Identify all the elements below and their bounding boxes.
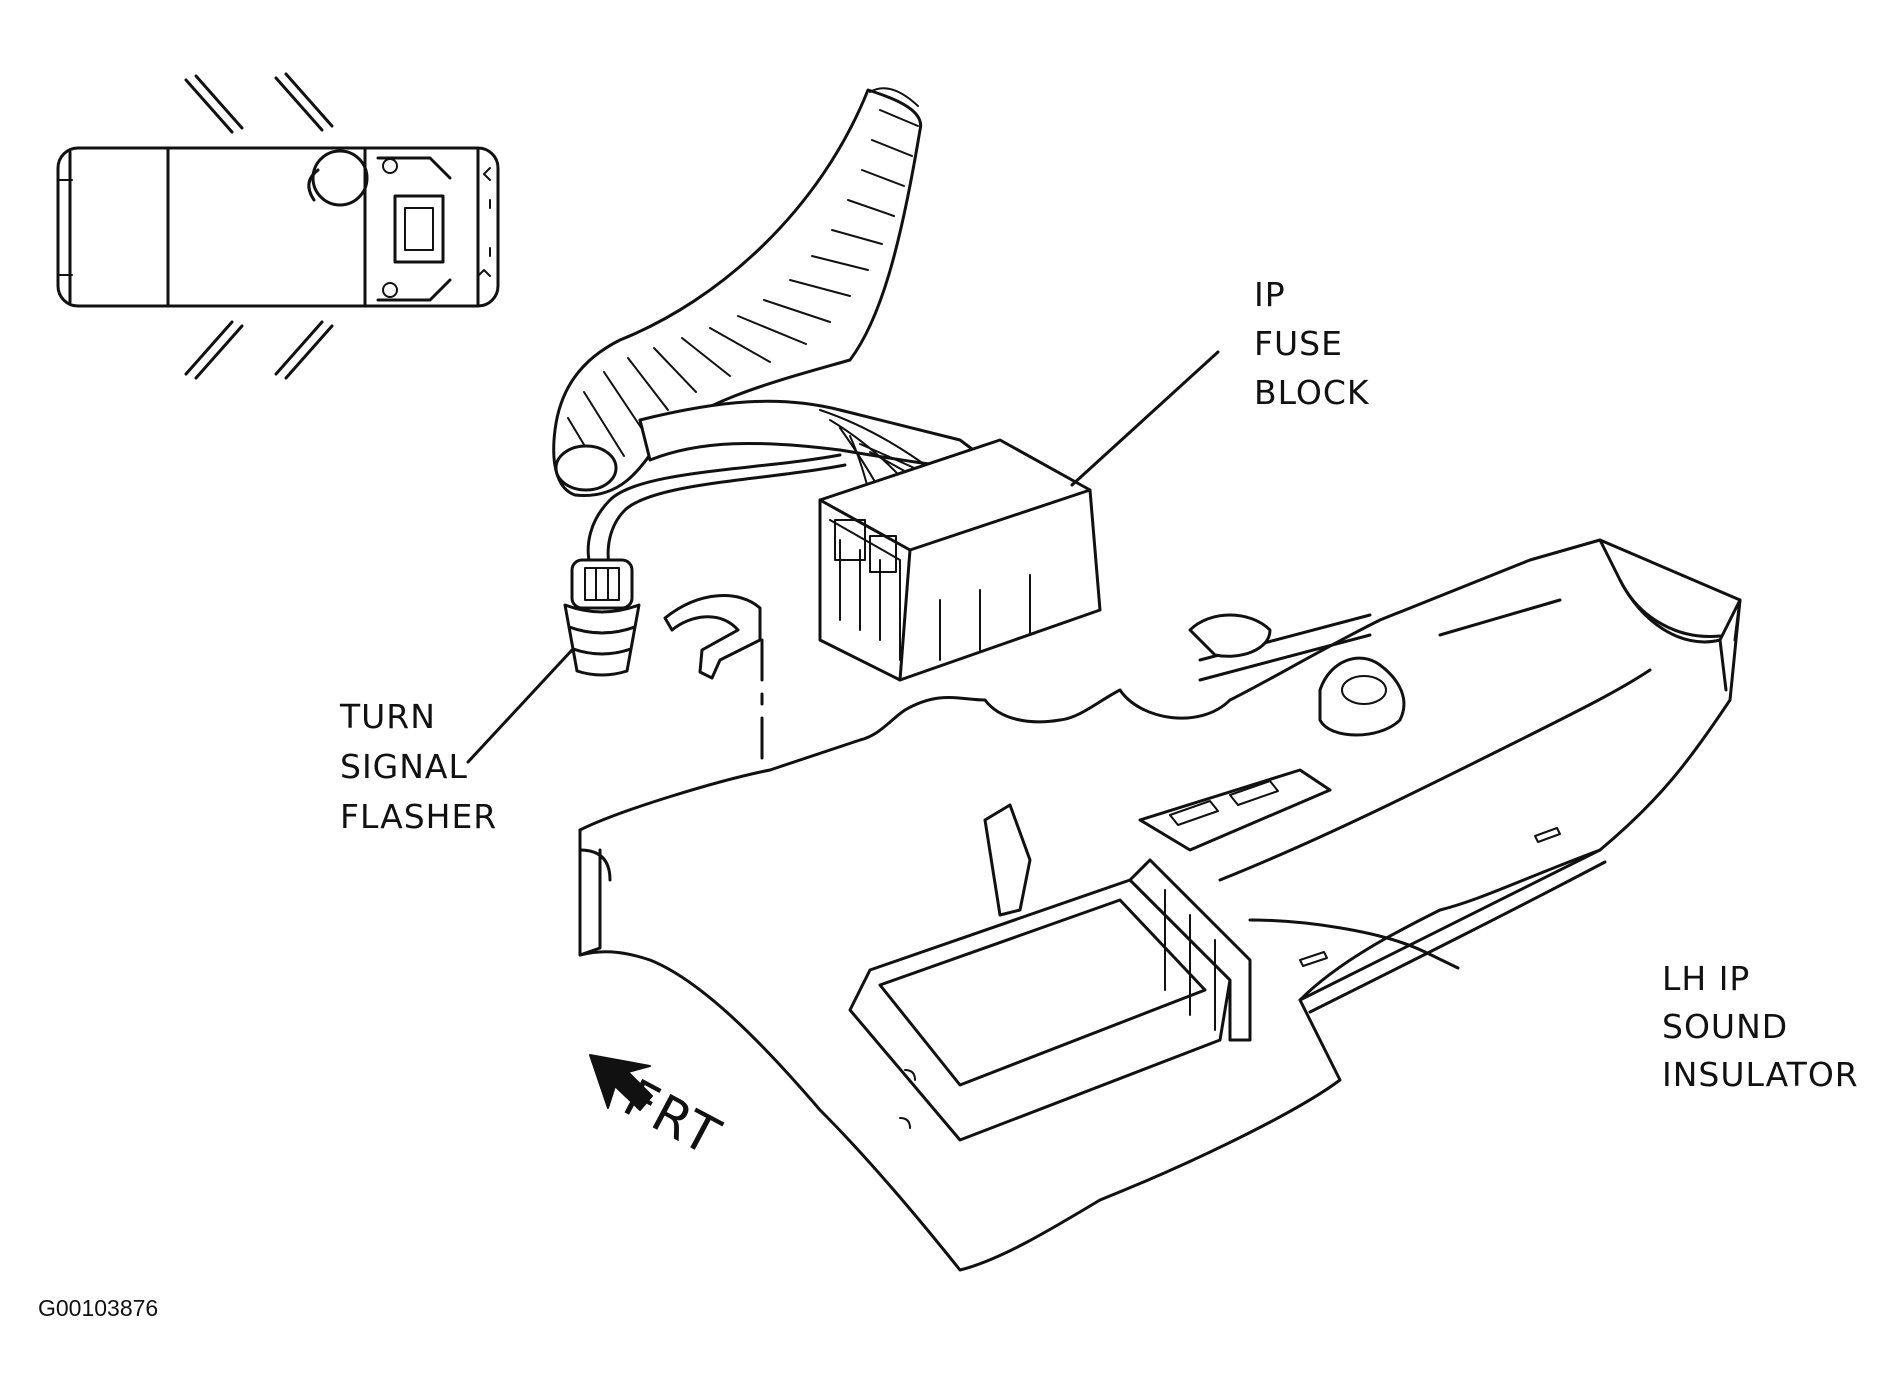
fuse-block-label: IP FUSE BLOCK (1254, 275, 1370, 412)
fuse-block-label-line-1: IP (1254, 275, 1286, 314)
front-arrow-icon (589, 1054, 653, 1111)
insulator-label: LH IP SOUND INSULATOR (1662, 959, 1859, 1094)
insulator-label-line-2: SOUND (1662, 1007, 1788, 1046)
lh-ip-sound-insulator (578, 538, 1742, 1272)
turn-signal-flasher (563, 558, 641, 677)
insulator-label-line-3: INSULATOR (1662, 1055, 1859, 1094)
flasher-label-line-3: FLASHER (340, 797, 497, 836)
ip-fuse-block (818, 438, 1102, 682)
leader-lines (466, 350, 1460, 970)
flasher-label: TURN SIGNAL FLASHER (339, 697, 497, 836)
flasher-label-line-2: SIGNAL (340, 747, 468, 786)
figure-code: G00103876 (38, 1295, 158, 1321)
flasher-label-line-1: TURN (339, 697, 436, 736)
flasher-mounting-clip (663, 594, 762, 680)
insulator-label-line-1: LH IP (1662, 959, 1750, 998)
fuse-block-label-line-3: BLOCK (1254, 373, 1370, 412)
wire-harness-conduit (552, 87, 923, 498)
fuse-block-label-line-2: FUSE (1254, 324, 1343, 363)
vehicle-top-view-icon (56, 72, 500, 380)
wire-bundle (586, 399, 1061, 601)
